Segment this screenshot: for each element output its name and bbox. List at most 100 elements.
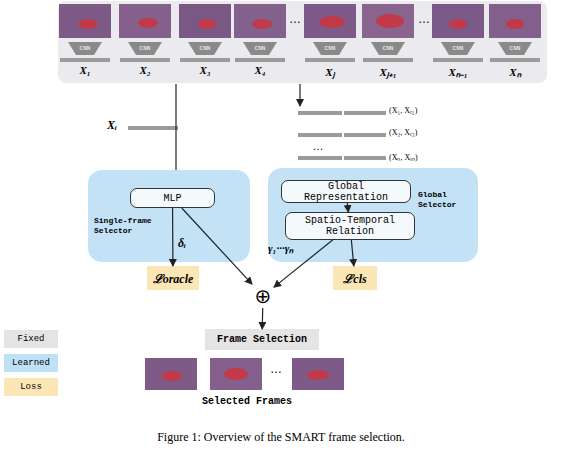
video-frame xyxy=(119,4,171,38)
feature-bar xyxy=(235,58,285,62)
loss-box: ℒoracle xyxy=(147,266,199,290)
node-text: ℒcls xyxy=(343,270,366,287)
video-frame xyxy=(304,4,356,38)
text-label: γ₁···γₙ xyxy=(268,240,293,255)
connector xyxy=(347,203,348,212)
cnn-encoder: CNN xyxy=(128,42,162,55)
video-frame xyxy=(234,4,286,38)
selector-region: Global Selector Global RepresentationSpat… xyxy=(268,168,478,262)
node-text: CNN xyxy=(325,45,336,52)
process-box: Global Representation xyxy=(281,180,411,203)
frame-object xyxy=(78,19,98,29)
trapezoid-shape xyxy=(371,42,405,55)
process-box: Frame Selection xyxy=(205,329,319,350)
node-text: Global Representation xyxy=(284,181,408,203)
feature-bar xyxy=(60,58,110,62)
node-text: Single-frame Selector xyxy=(94,216,160,236)
trapezoid-shape xyxy=(128,42,162,55)
connector xyxy=(351,240,354,266)
selected-frames xyxy=(145,358,344,390)
text-label: Selected Frames xyxy=(202,396,292,407)
text-label: (Xₙ, Xᵣₙ) xyxy=(389,151,418,162)
text-label: X₃ xyxy=(199,64,210,76)
video-frame xyxy=(145,358,197,390)
feature-bar xyxy=(344,111,386,115)
node-text: Global Selector xyxy=(418,190,474,210)
cnn-encoder: CNN xyxy=(371,42,405,55)
node-text: CNN xyxy=(255,45,266,52)
feature-bar xyxy=(180,58,230,62)
figure-caption: Figure 1: Overview of the SMART frame se… xyxy=(0,430,562,445)
text-label: X₁ xyxy=(79,64,90,76)
node-text: CNN xyxy=(383,45,394,52)
text-label: (X₂, Xᵣ₂) xyxy=(389,128,417,137)
node-text: CNN xyxy=(80,45,91,52)
node-text: CNN xyxy=(140,45,151,52)
text-label: Xⱼ₊₁ xyxy=(379,64,396,79)
trapezoid-shape xyxy=(243,42,277,55)
text-label: X₄ xyxy=(254,64,265,76)
text-label: Xₙ₋₁ xyxy=(448,64,467,79)
frame-object xyxy=(138,18,158,28)
text-label: Xᵢ xyxy=(107,118,117,133)
node-text: CNN xyxy=(453,45,464,52)
connector xyxy=(262,308,264,329)
feature-bar xyxy=(120,58,170,62)
ellipsis: … xyxy=(313,140,324,152)
trapezoid-shape xyxy=(313,42,347,55)
text-label: (X₁, Xᵣ₁) xyxy=(389,106,417,115)
frame-object xyxy=(162,371,182,381)
legend-text: Loss xyxy=(4,378,58,396)
feature-bar xyxy=(298,156,342,160)
ellipsis: … xyxy=(289,12,301,26)
frame-object xyxy=(307,370,329,380)
connector xyxy=(172,208,174,266)
video-frame xyxy=(179,4,231,38)
trapezoid-shape xyxy=(441,42,475,55)
process-box: Spatio-Temporal Relation xyxy=(285,212,415,240)
frame-object xyxy=(252,19,272,29)
frame-object xyxy=(449,19,467,29)
node-text: CNN xyxy=(510,45,521,52)
node-text: Frame Selection xyxy=(217,334,307,345)
cnn-encoder: CNN xyxy=(498,42,532,55)
frame-object xyxy=(319,16,345,28)
trapezoid-shape xyxy=(68,42,102,55)
text-label: Xⱼ xyxy=(325,64,334,79)
input-arrow xyxy=(299,84,300,106)
video-frame xyxy=(489,4,541,38)
cnn-encoder: CNN xyxy=(243,42,277,55)
frame-object xyxy=(198,19,216,29)
cnn-encoder: CNN xyxy=(68,42,102,55)
text-label: δᵢ xyxy=(178,236,186,251)
text-label: Xₙ xyxy=(509,64,520,79)
feature-bar xyxy=(363,58,413,62)
pair-bars xyxy=(298,111,386,160)
feature-bar xyxy=(128,126,178,130)
frame-object xyxy=(506,19,524,29)
video-frame xyxy=(362,4,414,38)
video-frame xyxy=(59,4,111,38)
cnn-encoder: CNN xyxy=(313,42,347,55)
node-text: Spatio-Temporal Relation xyxy=(288,215,412,237)
cnn-encoder: CNN xyxy=(441,42,475,55)
feature-bar xyxy=(298,111,342,115)
feature-bars xyxy=(60,58,540,62)
video-frame xyxy=(292,358,344,390)
feature-bar xyxy=(344,156,386,160)
frame-object xyxy=(376,14,404,28)
legend-text: Fixed xyxy=(4,330,58,348)
ellipsis: … xyxy=(270,362,282,376)
node-text: CNN xyxy=(200,45,211,52)
connector xyxy=(274,240,333,287)
node-text: ℒoracle xyxy=(153,270,194,287)
frame-object xyxy=(224,368,248,380)
legend-text: Learned xyxy=(4,354,58,372)
video-frames xyxy=(59,4,541,38)
video-frame xyxy=(210,358,262,390)
feature-bar xyxy=(490,58,540,62)
selector-region: Single-frame Selector MLP xyxy=(88,170,250,262)
mlp-box: MLP xyxy=(130,188,215,208)
connector xyxy=(182,208,252,284)
